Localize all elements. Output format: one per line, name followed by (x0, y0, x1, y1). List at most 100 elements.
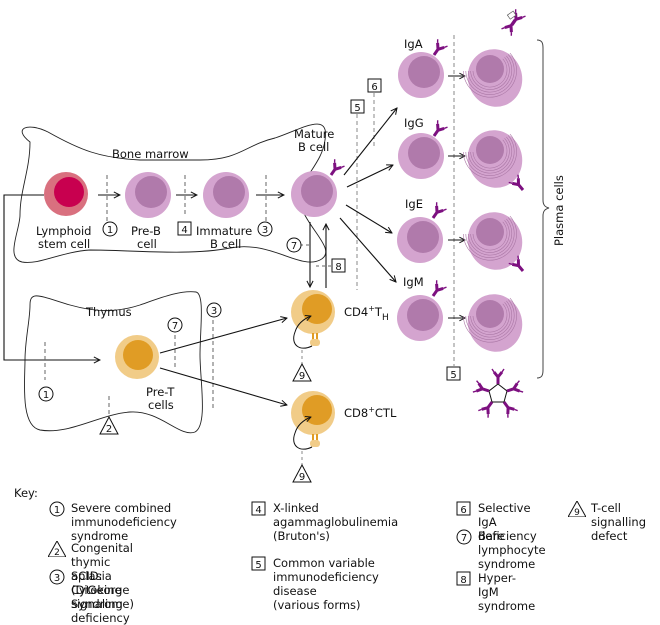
lymphoid-stem-cell-label-2: stem cell (38, 237, 90, 251)
svg-text:3: 3 (211, 306, 217, 317)
immature-b-label-2: B cell (210, 237, 241, 251)
marker-square-icon: 6 (456, 501, 471, 516)
arrow-to-igm (339, 217, 396, 282)
iga-b-cell: IgA (398, 37, 450, 98)
svg-text:7: 7 (461, 533, 467, 544)
pre-t-label-2: cells (148, 398, 174, 412)
marker-square-4: 4 (177, 221, 192, 236)
ige-b-cell: IgE (397, 197, 449, 263)
arrow-pret-to-cd8 (159, 367, 287, 405)
marker-circle-3-b: 3 (257, 221, 273, 237)
stem-to-thymus-line (3, 194, 100, 360)
marker-circle-7-bt: 7 (286, 237, 302, 253)
key-item-text: X-linked agammaglobulinemia (Bruton's) (273, 501, 399, 543)
plasma-cell-ige (463, 212, 523, 270)
marker-triangle-icon: 9 (568, 501, 586, 517)
mature-b-label: Mature (294, 127, 334, 141)
arrow-pret-to-cd4 (159, 318, 287, 354)
thymus-label: Thymus (85, 305, 132, 319)
bone-marrow-outline (13, 123, 327, 263)
immature-b-cell (203, 172, 249, 218)
mature-b-label-2: B cell (298, 140, 329, 154)
key-item-text: SCID: Cytokine signaling deficiency (71, 569, 130, 625)
arrow-to-iga (343, 108, 397, 176)
marker-circle-7-thymus: 7 (167, 317, 183, 333)
arrow-to-igg (346, 165, 393, 188)
marker-square-5-top: 5 (350, 99, 365, 114)
svg-text:6: 6 (371, 82, 377, 93)
arrow-to-ige (345, 204, 392, 233)
svg-text:5: 5 (450, 370, 456, 381)
marker-square-icon: 8 (456, 571, 471, 586)
marker-triangle-2: 2 (99, 415, 119, 435)
svg-text:1: 1 (107, 225, 113, 236)
key-item-text: Bare lymphocyte syndrome (478, 529, 546, 571)
svg-text:8: 8 (335, 262, 341, 273)
key-item-text: Hyper-IgM syndrome (478, 571, 536, 613)
key-item-text: Common variable immunodeficiency disease… (273, 556, 379, 612)
svg-text:7: 7 (291, 241, 297, 252)
antibody-icon (324, 157, 347, 180)
marker-square-8: 8 (331, 258, 346, 273)
pre-b-label-2: cell (137, 237, 157, 251)
key-item-text: Selective IgA deficiency (478, 501, 537, 543)
svg-text:1: 1 (43, 390, 49, 401)
svg-text:7: 7 (172, 321, 178, 332)
plasma-cells-label: Plasma cells (552, 175, 566, 246)
cd8-label: CD8+CTL (344, 405, 397, 420)
lymphoid-stem-cell-label: Lymphoid (36, 224, 91, 238)
key-item-text: Congenital thymic aplasia (DiGeorge Synd… (71, 541, 134, 611)
marker-square-6: 6 (367, 78, 382, 93)
plasma-cell-iga (463, 49, 523, 107)
svg-text:1: 1 (54, 505, 60, 516)
marker-circle-3-thymus: 3 (206, 302, 222, 318)
pre-t-label: Pre-T (146, 385, 175, 399)
cd8-t-cell (291, 391, 335, 466)
svg-text:3: 3 (262, 225, 268, 236)
svg-text:5: 5 (354, 103, 360, 114)
svg-text:2: 2 (106, 424, 112, 435)
key-title: Key: (14, 486, 38, 500)
plasma-cells-brace (536, 39, 550, 379)
immature-b-label: Immature (196, 224, 252, 238)
svg-text:8: 8 (460, 575, 466, 586)
marker-circle-1: 1 (102, 221, 118, 237)
marker-square-icon: 4 (251, 501, 266, 516)
igm-pentamer-icon (471, 367, 525, 420)
svg-text:4: 4 (255, 505, 261, 516)
thymus-outline (24, 291, 203, 434)
marker-circle-icon: 1 (49, 501, 65, 517)
svg-text:9: 9 (299, 371, 305, 382)
cd4-label: CD4+TH (344, 304, 389, 323)
marker-square-5-bottom: 5 (446, 366, 461, 381)
plasma-cell-igg (463, 130, 523, 188)
bone-marrow-label: Bone marrow (112, 147, 189, 161)
key-item-text: Severe combined immunodeficiency syndrom… (71, 501, 177, 543)
igm-label: IgM (403, 275, 424, 289)
svg-text:6: 6 (460, 505, 466, 516)
marker-triangle-9-cd8: 9 (292, 463, 312, 483)
igg-b-cell: IgG (398, 116, 450, 179)
svg-text:2: 2 (54, 548, 60, 557)
svg-text:9: 9 (574, 508, 580, 517)
mature-b-cell (291, 157, 347, 217)
marker-circle-1-thymus: 1 (38, 386, 54, 402)
svg-text:4: 4 (181, 225, 187, 236)
plasma-cell-igm (463, 294, 523, 352)
igg-label: IgG (404, 116, 424, 130)
svg-text:9: 9 (299, 472, 305, 483)
iga-label: IgA (404, 37, 423, 51)
marker-square-icon: 5 (251, 556, 266, 571)
svg-text:5: 5 (255, 560, 261, 571)
ige-label: IgE (405, 197, 423, 211)
lymphoid-stem-cell (44, 172, 88, 216)
marker-circle-icon: 7 (456, 529, 472, 545)
antibody-icon (426, 200, 449, 223)
marker-circle-icon: 3 (49, 569, 65, 585)
pre-b-cell (125, 172, 171, 218)
svg-text:3: 3 (54, 573, 60, 584)
iga-dimer-icon (499, 7, 528, 38)
igm-b-cell: IgM (397, 275, 449, 341)
marker-triangle-9-cd4: 9 (292, 362, 312, 382)
